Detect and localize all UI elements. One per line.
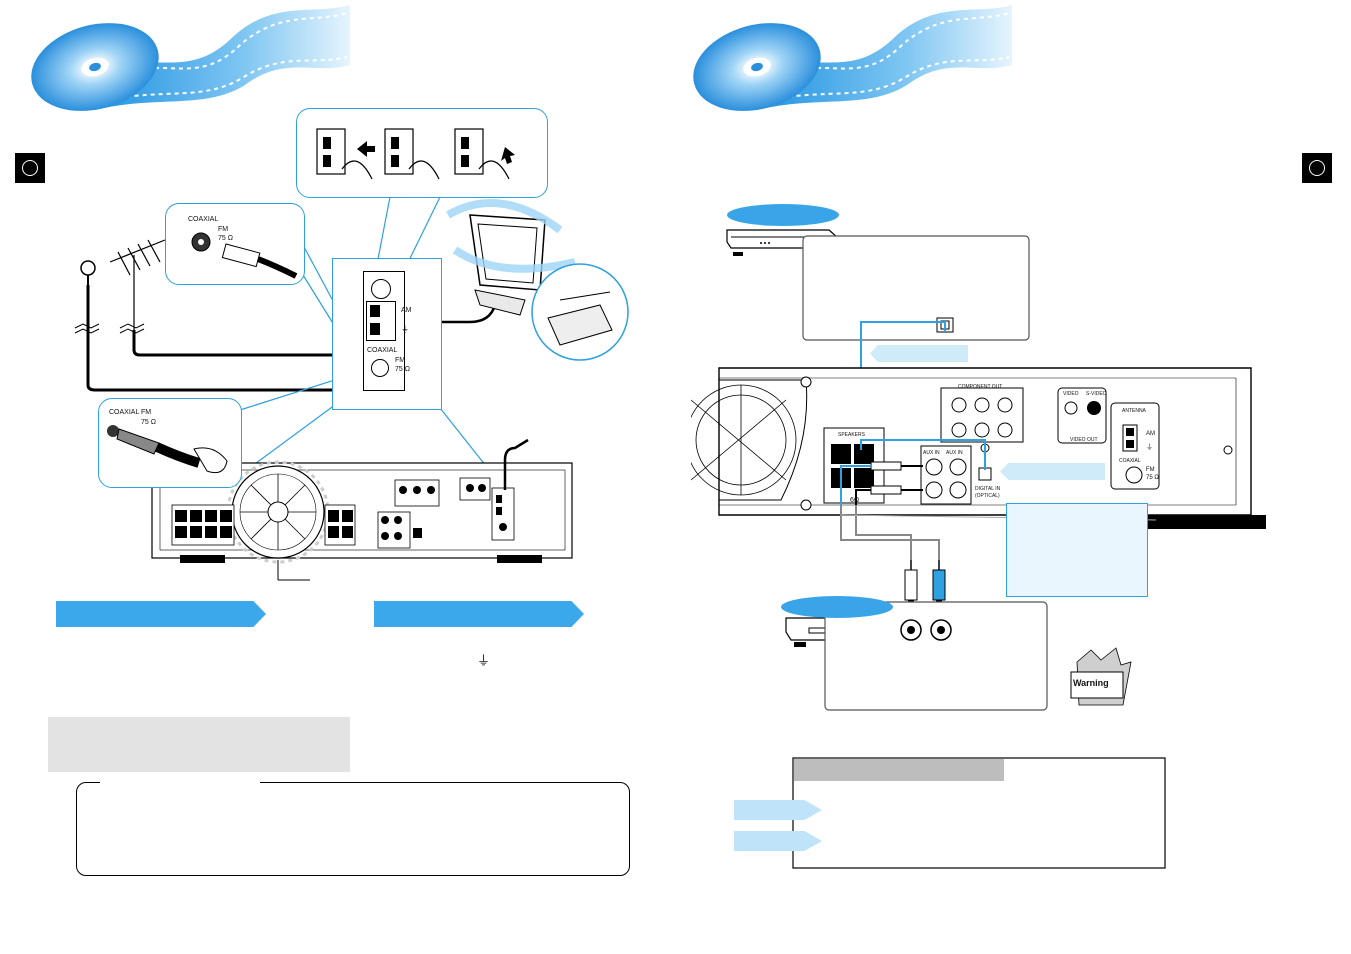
note-panel-gray — [48, 717, 350, 772]
ground-label-right: ⏚ — [1146, 444, 1153, 451]
video-out-label: VIDEO OUT — [1070, 437, 1098, 443]
info-box-right — [1006, 503, 1148, 597]
plug-ohm-label: 75 Ω — [141, 419, 156, 426]
ground-symbol-text: ⏚ — [477, 654, 491, 669]
plug-fm-label: FM — [141, 409, 152, 416]
coaxial-label: COAXIAL — [188, 216, 219, 223]
fm-ohm-label: 75 Ω — [218, 235, 233, 242]
note-frame — [76, 782, 630, 876]
step-arrow-bar-2 — [374, 601, 584, 627]
am-label: AM — [401, 307, 412, 314]
language-tab-right — [1302, 153, 1332, 183]
warning-label: Warning — [1073, 678, 1109, 688]
plug-coaxial-label: COAXIAL — [109, 409, 140, 416]
digital-in-label: DIGITAL IN — [975, 486, 1001, 492]
ground-label: ⏚ — [401, 325, 409, 334]
aux-in-label-1: AUX IN — [923, 450, 940, 456]
digital-in-callout — [1000, 463, 1105, 480]
info-arrow-1 — [734, 800, 822, 820]
disc-film-decoration-right — [693, 5, 1012, 111]
digital-in-optical-label: (OPTICAL) — [975, 493, 1000, 499]
rear-coaxial-label: COAXIAL — [367, 347, 398, 354]
note-frame-tab — [100, 778, 260, 786]
coaxial-plug-detail-top: COAXIAL FM 75 Ω — [165, 203, 305, 285]
antenna-label: ANTENNA — [1122, 408, 1146, 414]
video-label: VIDEO — [1063, 391, 1079, 397]
component-out-label: COMPONENT OUT — [958, 384, 1003, 390]
info-arrow-2 — [734, 831, 822, 851]
rear-fm-label: FM — [395, 357, 406, 364]
device-label-pill-top — [727, 204, 839, 226]
rear-fm-ohm-label: 75 Ω — [395, 366, 410, 373]
external-device-connection-diagram — [691, 229, 1266, 869]
fm-label: FM — [218, 226, 229, 233]
fm-label-right: FM — [1146, 467, 1155, 473]
language-tab-left — [15, 153, 45, 183]
speaker-clip-detail — [296, 108, 548, 198]
s-video-label: S-VIDEO — [1086, 391, 1107, 397]
disc-film-decoration-left — [31, 5, 350, 111]
six-ohm-label: 6Ω — [850, 497, 860, 504]
fm-ohm-label-right: 75 Ω — [1146, 475, 1159, 481]
antenna-connection-diagram — [74, 196, 629, 581]
device-label-pill-bottom — [781, 596, 893, 618]
optical-cable-callout — [870, 345, 968, 362]
aux-in-label-2: AUX IN — [946, 450, 963, 456]
rear-antenna-panel-zoom: AM ⏚ COAXIAL FM 75 Ω — [332, 258, 442, 410]
coaxial-label-right: COAXIAL — [1119, 458, 1141, 464]
coaxial-plug-detail-bottom: COAXIAL FM 75 Ω — [98, 398, 242, 488]
speakers-label: SPEAKERS — [838, 432, 865, 438]
step-arrow-bar-1 — [56, 601, 266, 627]
am-label-right: AM — [1146, 431, 1155, 437]
